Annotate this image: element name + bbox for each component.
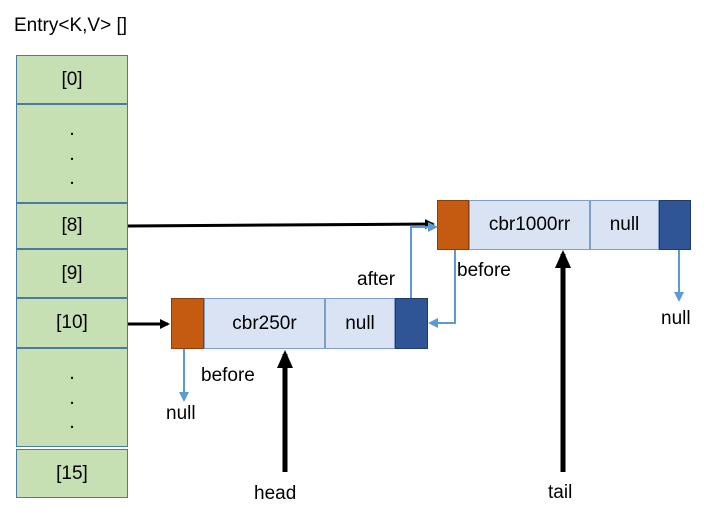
head-label: head	[254, 483, 297, 504]
before-pointer-field	[171, 298, 204, 349]
bucket-8-pointer-arrow	[127, 219, 435, 230]
after-link-arrow	[410, 222, 438, 298]
ellipsis-dot: .	[69, 167, 75, 190]
after-pointer-field	[395, 298, 428, 349]
before-link-arrow	[428, 250, 456, 328]
entry-value: null	[325, 298, 395, 349]
table-cell-0: [0]	[16, 55, 128, 104]
ellipsis-dot: .	[69, 361, 75, 384]
before-label: before	[201, 365, 255, 386]
after-pointer-field	[659, 200, 691, 250]
table-cell-15: [15]	[16, 449, 128, 498]
ellipsis-dot: .	[69, 386, 75, 409]
table-cell-ellipsis-top: . . .	[16, 104, 128, 203]
before-label: before	[457, 260, 511, 281]
ellipsis-dot: .	[69, 117, 75, 140]
entry-key: cbr1000rr	[469, 200, 590, 250]
table-cell-9: [9]	[16, 249, 128, 298]
entry-value: null	[590, 200, 659, 250]
after-label: after	[357, 269, 396, 290]
table-cell-10: [10]	[16, 298, 128, 348]
ellipsis-dot: .	[69, 411, 75, 434]
table-cell-ellipsis-bottom: . . .	[16, 348, 128, 447]
table-cell-8: [8]	[16, 203, 128, 249]
tail-label: tail	[548, 482, 573, 503]
null-label: null	[166, 403, 196, 424]
ellipsis-dot: .	[69, 142, 75, 165]
array-title: Entry<K,V> []	[14, 15, 127, 36]
entry-key: cbr250r	[204, 298, 325, 349]
null-label: null	[661, 308, 691, 329]
